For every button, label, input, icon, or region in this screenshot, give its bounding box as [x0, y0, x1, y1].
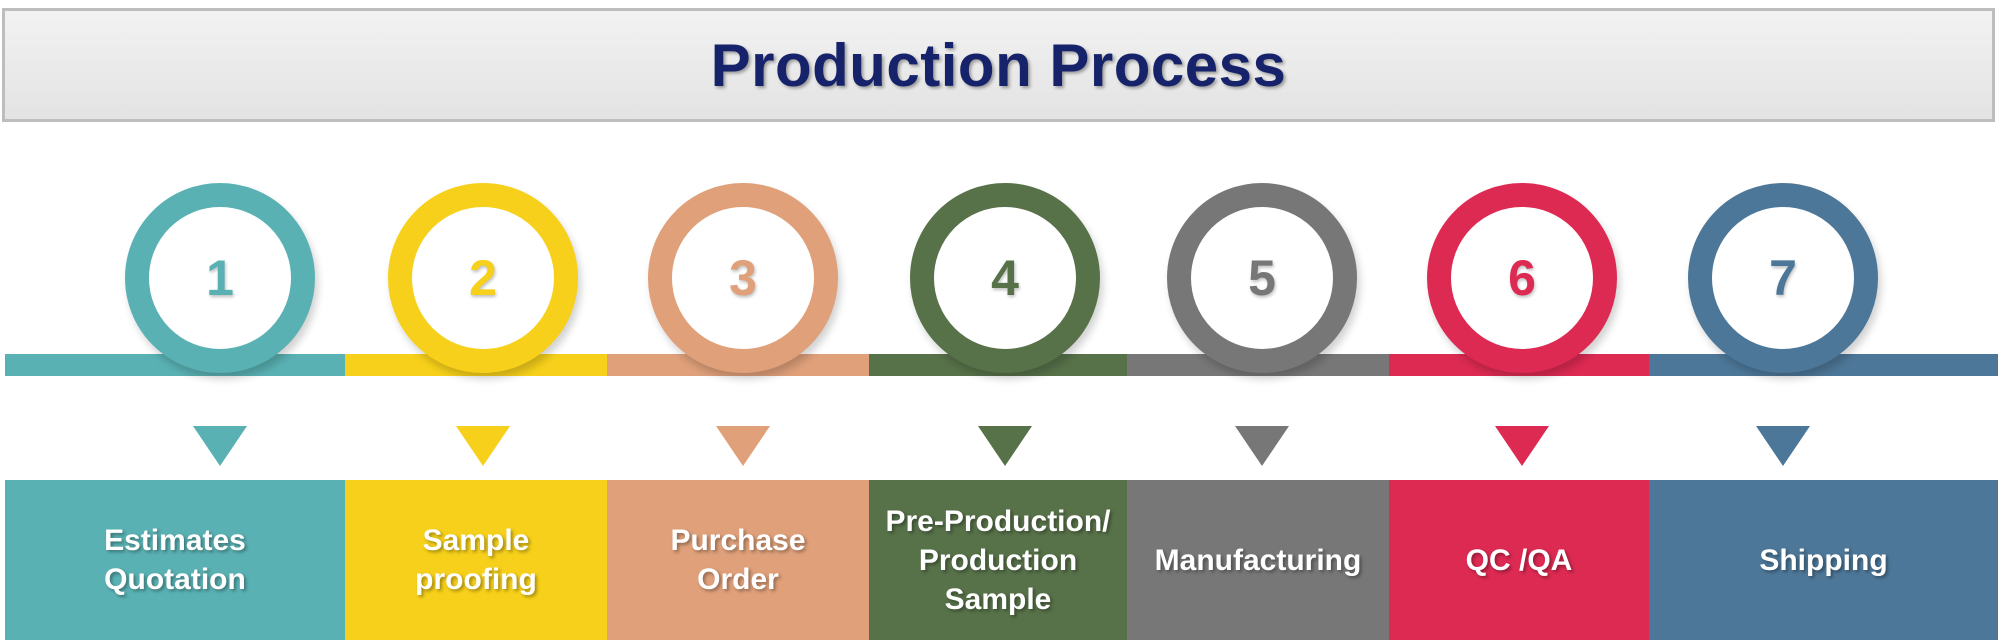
step-pointer-4	[978, 426, 1032, 466]
step-pointer-1	[193, 426, 247, 466]
step-number-2: 2	[469, 250, 497, 306]
step-pointer-6	[1495, 426, 1549, 466]
step-label-box-4: Pre-Production/ Production Sample	[869, 480, 1127, 640]
step-number-6: 6	[1508, 250, 1536, 306]
step-label-box-7: Shipping	[1649, 480, 1998, 640]
step-label-5: Manufacturing	[1154, 543, 1362, 577]
step-ring-5: 5	[1167, 183, 1357, 373]
step-number-1: 1	[206, 250, 234, 306]
step-number-7: 7	[1769, 250, 1797, 306]
step-ring-4: 4	[910, 183, 1100, 373]
step-ring-6: 6	[1427, 183, 1617, 373]
page-title: Production Process	[710, 31, 1287, 99]
step-ring-2: 2	[388, 183, 578, 373]
step-pointer-2	[456, 426, 510, 466]
step-label-7: Shipping	[1759, 543, 1888, 577]
step-pointer-5	[1235, 426, 1289, 466]
step-number-4: 4	[991, 250, 1019, 306]
step-ring-1: 1	[125, 183, 315, 373]
step-label-4: Pre-Production/ Production Sample	[885, 504, 1111, 616]
title-banner: Production Process	[2, 8, 1995, 122]
step-label-box-2: Sample proofing	[345, 480, 607, 640]
step-label-box-5: Manufacturing	[1127, 480, 1389, 640]
step-pointer-3	[716, 426, 770, 466]
step-number-5: 5	[1248, 250, 1276, 306]
step-label-1: Estimates Quotation	[104, 524, 246, 596]
step-number-3: 3	[729, 250, 757, 306]
step-pointer-7	[1756, 426, 1810, 466]
step-label-box-6: QC /QA	[1389, 480, 1649, 640]
step-label-box-1: Estimates Quotation	[5, 480, 345, 640]
step-ring-7: 7	[1688, 183, 1878, 373]
step-label-2: Sample proofing	[415, 524, 537, 596]
step-label-6: QC /QA	[1465, 543, 1573, 577]
step-labels: Estimates Quotation Sample proofing Purcha…	[5, 480, 1998, 640]
step-label-3: Purchase Order	[670, 524, 806, 596]
step-label-box-3: Purchase Order	[607, 480, 869, 640]
step-ring-3: 3	[648, 183, 838, 373]
